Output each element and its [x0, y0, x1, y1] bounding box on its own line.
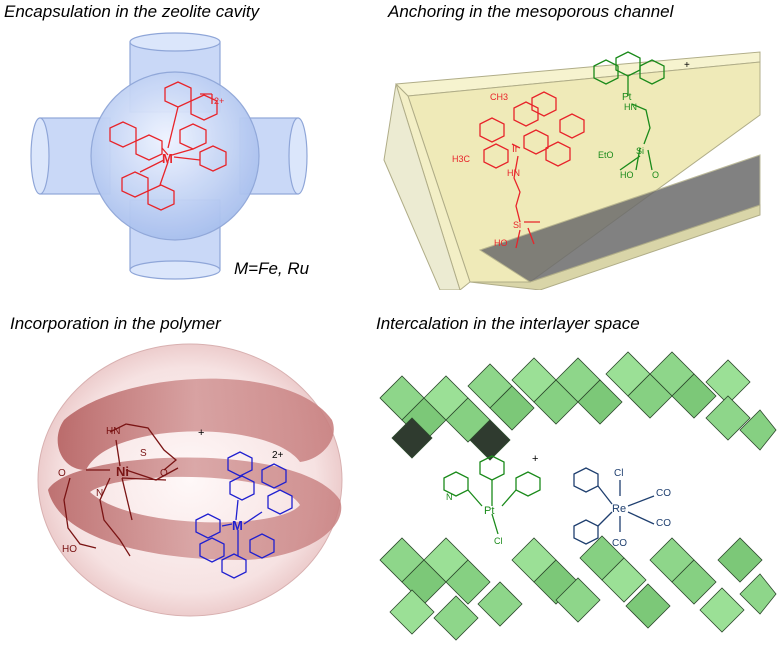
pt-charge-label-2: + [532, 453, 538, 465]
si1-label: Si [513, 220, 521, 230]
ho-label: HO [494, 238, 508, 248]
co2-label: CO [656, 518, 671, 529]
ho-poly-label: HO [62, 544, 77, 555]
zeolite-charge-label: 2+ [214, 96, 224, 106]
polymer-shell-icon [37, 343, 343, 617]
s-label: S [140, 448, 147, 459]
zeolite-panel: M 2+ M=Fe, Ru [30, 32, 310, 280]
mesoporous-panel: Ir CH3 H3C HN Si HO Pt + HN Si EtO HO O [383, 51, 761, 290]
eto-label: EtO [598, 150, 614, 160]
co3-label: CO [612, 538, 627, 549]
zeolite-metal-label: M [162, 151, 173, 166]
re-complex-icon [573, 467, 655, 545]
o-label: O [652, 170, 659, 180]
hn-label: HN [106, 426, 120, 437]
pt-metal-label: Pt [622, 92, 632, 103]
n-label: N [96, 488, 103, 499]
o1-label: O [58, 468, 66, 479]
panel-title-polymer: Incorporation in the polymer [10, 314, 221, 333]
pt-complex-icon [593, 51, 665, 171]
octahedra-layer-bottom-icon [379, 535, 777, 641]
metal-note: M=Fe, Ru [234, 259, 310, 278]
me1-label: CH3 [490, 92, 508, 102]
zeolite-complex-icon [109, 81, 227, 211]
hn1-label: HN [507, 168, 520, 178]
hn2-label: HN [624, 102, 637, 112]
cl2-label: Cl [614, 468, 623, 479]
panel-title-zeolite: Encapsulation in the zeolite cavity [4, 2, 260, 21]
interlayer-panel: Pt + Cl N Re Cl CO CO CO [379, 351, 777, 641]
n-pt-label: N [446, 492, 453, 502]
panel-title-mesoporous: Anchoring in the mesoporous channel [388, 2, 674, 21]
si2-label: Si [636, 146, 644, 156]
octahedra-layer-top-icon [379, 351, 777, 461]
ho2-label: HO [620, 170, 634, 180]
ir-complex-icon [479, 91, 585, 249]
blue-charge-label: 2+ [272, 450, 284, 461]
ni-metal-label: Ni [116, 464, 129, 479]
pt-metal-label-2: Pt [484, 505, 494, 517]
polymer-panel: Ni + HN S O O N HO M 2+ [37, 343, 343, 617]
ni-charge-label: + [198, 427, 204, 439]
co1-label: CO [656, 488, 671, 499]
blue-complex-icon [195, 451, 293, 579]
cl1-label: Cl [494, 536, 503, 546]
pt-charge-label: + [684, 60, 690, 71]
blue-metal-label: M [232, 518, 243, 533]
panel-title-interlayer: Intercalation in the interlayer space [376, 314, 640, 333]
mesoporous-channel-icon [383, 51, 761, 290]
o2-label: O [160, 468, 168, 479]
re-metal-label: Re [612, 503, 626, 515]
ni-complex-icon [63, 423, 179, 557]
pt-terpy-icon [443, 455, 541, 535]
me2-label: H3C [452, 154, 471, 164]
ir-metal-label: Ir [512, 144, 519, 155]
